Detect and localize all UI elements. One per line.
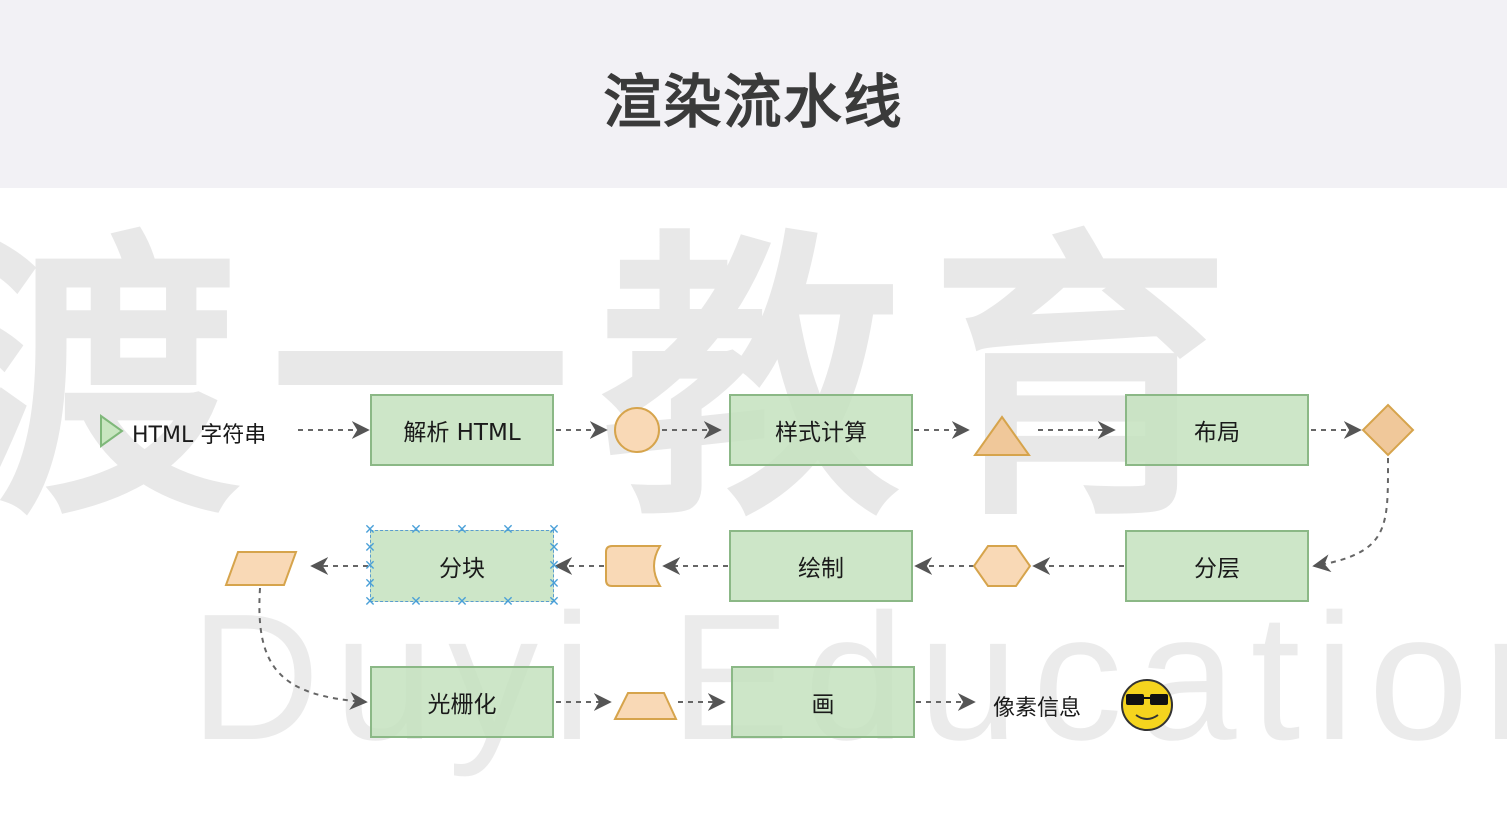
selection-handle-icon[interactable]: ✕ (364, 576, 376, 592)
step-style-calc: 样式计算 (729, 394, 913, 466)
arrow-diamond-to-layer (1312, 457, 1390, 573)
slide-header: 渲染流水线 (0, 0, 1507, 188)
selection-handle-icon[interactable]: ✕ (410, 522, 422, 538)
selection-handle-icon[interactable]: ✕ (364, 594, 376, 610)
selection-handle-icon[interactable]: ✕ (548, 540, 560, 556)
step-paint: 绘制 (729, 530, 913, 602)
selection-handle-icon[interactable]: ✕ (410, 594, 422, 610)
selection-handle-icon[interactable]: ✕ (456, 594, 468, 610)
slide-title: 渲染流水线 (603, 68, 904, 136)
step-layout: 布局 (1125, 394, 1309, 466)
pipeline-connectors (100, 403, 1415, 731)
sunglasses-smiley-icon (1121, 679, 1173, 731)
circle-shape (614, 407, 660, 453)
triangle-shape (973, 415, 1031, 456)
end-label: 像素信息 (993, 696, 1082, 721)
selection-handle-icon[interactable]: ✕ (502, 522, 514, 538)
selection-handle-icon[interactable]: ✕ (548, 594, 560, 610)
trapezoid-shape (613, 692, 678, 720)
selection-handle-icon[interactable]: ✕ (548, 558, 560, 574)
diagram-area: 渡一教育 Duyi Education (0, 188, 1507, 820)
watermark-chinese: 渡一教育 (0, 207, 1260, 556)
arrow-parallelogram-to-raster (258, 587, 368, 710)
step-tiling[interactable]: 分块 (370, 530, 554, 602)
parallelogram-shape (224, 551, 298, 586)
step-rasterize: 光栅化 (370, 666, 554, 738)
step-draw: 画 (731, 666, 915, 738)
selection-handle-icon[interactable]: ✕ (548, 576, 560, 592)
selection-handle-icon[interactable]: ✕ (456, 522, 468, 538)
diamond-shape (1361, 403, 1415, 457)
hexagon-shape (972, 545, 1032, 587)
selection-handle-icon[interactable]: ✕ (364, 522, 376, 538)
selection-handle-icon[interactable]: ✕ (548, 522, 560, 538)
delay-shape (605, 545, 662, 587)
selection-handle-icon[interactable]: ✕ (502, 594, 514, 610)
selection-handle-icon[interactable]: ✕ (364, 540, 376, 556)
play-triangle-icon (100, 414, 124, 448)
selection-handle-icon[interactable]: ✕ (364, 558, 376, 574)
step-parse-html: 解析 HTML (370, 394, 554, 466)
start-label: HTML 字符串 (132, 423, 267, 448)
step-layer: 分层 (1125, 530, 1309, 602)
